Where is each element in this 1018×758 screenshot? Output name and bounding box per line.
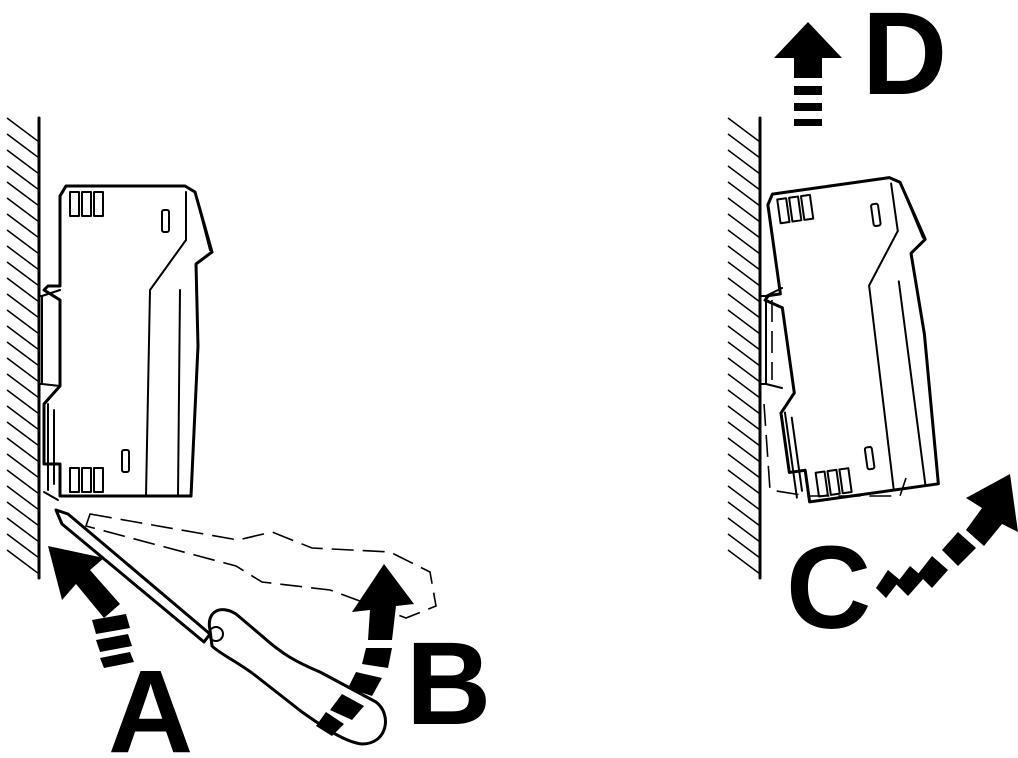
hatch-line bbox=[727, 293, 761, 319]
label-b: B bbox=[406, 618, 491, 750]
hatch-line bbox=[6, 453, 40, 479]
left-din-rail bbox=[38, 289, 61, 387]
hatch-line bbox=[6, 533, 40, 559]
hatch-line bbox=[727, 341, 761, 367]
hatch-line bbox=[6, 213, 40, 239]
hatch-line bbox=[6, 517, 40, 543]
hatch-line bbox=[6, 149, 40, 175]
hatch-line bbox=[727, 325, 761, 351]
hatch-line bbox=[727, 405, 761, 431]
hatch-line bbox=[727, 453, 761, 479]
hatch-line bbox=[6, 421, 40, 447]
hatch-line bbox=[6, 133, 40, 159]
hatch-line bbox=[6, 181, 40, 207]
hatch-line bbox=[727, 245, 761, 271]
hatch-line bbox=[727, 117, 761, 143]
right-wall-hatching bbox=[727, 117, 761, 575]
right-module bbox=[763, 176, 940, 504]
hatch-line bbox=[6, 293, 40, 319]
hatch-line bbox=[727, 357, 761, 383]
hatch-line bbox=[6, 341, 40, 367]
left-wall bbox=[6, 116, 41, 580]
hatch-line bbox=[6, 117, 40, 143]
screwdriver-ghost bbox=[84, 513, 437, 619]
hatch-line bbox=[727, 197, 761, 223]
hatch-line bbox=[6, 245, 40, 271]
hatch-line bbox=[727, 213, 761, 239]
hatch-line bbox=[6, 229, 40, 255]
hatch-line bbox=[727, 485, 761, 511]
hatch-line bbox=[727, 549, 761, 575]
label-a: A bbox=[108, 646, 193, 758]
hatch-line bbox=[6, 485, 40, 511]
hatch-line bbox=[727, 229, 761, 255]
right-wall bbox=[727, 116, 762, 580]
hatch-line bbox=[6, 549, 40, 575]
arrow-a-icon bbox=[48, 546, 134, 668]
hatch-line bbox=[6, 197, 40, 223]
arrow-d-icon bbox=[774, 22, 842, 126]
hatch-line bbox=[6, 501, 40, 527]
hatch-line bbox=[727, 437, 761, 463]
screwdriver-icon bbox=[54, 508, 387, 746]
left-wall-hatching bbox=[6, 117, 40, 575]
hatch-line bbox=[727, 133, 761, 159]
hatch-line bbox=[727, 309, 761, 335]
label-c: C bbox=[786, 522, 871, 654]
hatch-line bbox=[6, 357, 40, 383]
hatch-line bbox=[727, 421, 761, 447]
right-din-rail bbox=[759, 287, 907, 497]
label-d: D bbox=[862, 0, 947, 120]
hatch-line bbox=[727, 517, 761, 543]
left-module bbox=[42, 184, 214, 501]
hatch-line bbox=[6, 261, 40, 287]
hatch-line bbox=[727, 149, 761, 175]
hatch-line bbox=[6, 277, 40, 303]
hatch-line bbox=[727, 389, 761, 415]
arrow-c-icon bbox=[876, 474, 1018, 598]
hatch-line bbox=[727, 533, 761, 559]
hatch-line bbox=[6, 389, 40, 415]
hatch-line bbox=[727, 469, 761, 495]
hatch-line bbox=[727, 181, 761, 207]
hatch-line bbox=[6, 405, 40, 431]
hatch-line bbox=[727, 501, 761, 527]
hatch-line bbox=[727, 373, 761, 399]
hatch-line bbox=[727, 165, 761, 191]
hatch-line bbox=[6, 165, 40, 191]
hatch-line bbox=[6, 469, 40, 495]
hatch-line bbox=[727, 277, 761, 303]
hatch-line bbox=[6, 437, 40, 463]
hatch-line bbox=[6, 325, 40, 351]
arrow-b-icon bbox=[316, 564, 414, 736]
hatch-line bbox=[6, 309, 40, 335]
hatch-line bbox=[727, 261, 761, 287]
hatch-line bbox=[6, 373, 40, 399]
